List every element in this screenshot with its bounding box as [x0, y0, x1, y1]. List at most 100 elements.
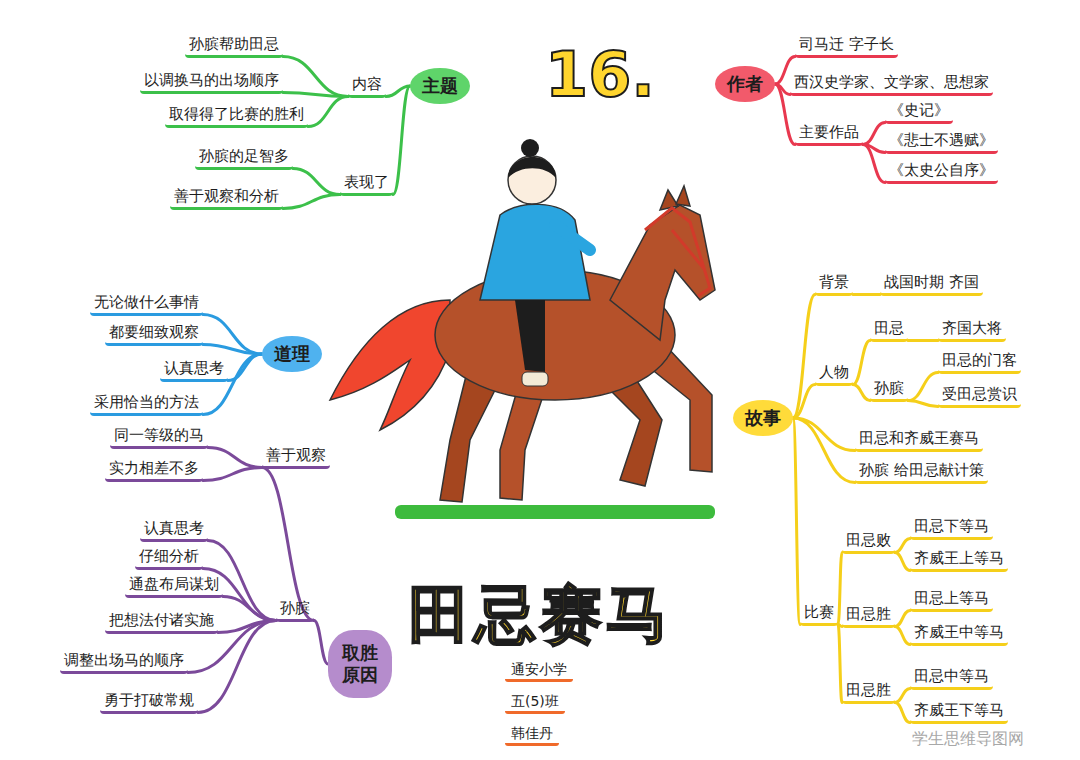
grass-strip [395, 505, 715, 519]
branch-text: 同一等级的马 [110, 425, 208, 449]
branch-text: 仔细分析 [135, 546, 203, 570]
branch-connector [793, 418, 855, 483]
topic-hub: 故事 [733, 400, 793, 436]
node-text: 实力相差不多 [109, 458, 199, 478]
branch-connector [223, 597, 276, 621]
rider-robe [480, 204, 590, 300]
node-text: 表现了 [344, 172, 389, 192]
node-text: 取得得了比赛的胜利 [169, 104, 304, 124]
branch-connector [308, 97, 348, 127]
branch-text: 孙膑的足智多 [195, 146, 293, 170]
node-text: 主题 [422, 76, 458, 96]
branch-text: 调整出场马的顺序 [60, 650, 188, 674]
branch-text: 司马迁 字子长 [795, 34, 898, 58]
topic-hub: 道理 [262, 336, 322, 372]
node-text: 同一等级的马 [114, 425, 204, 445]
node-text: 孙膑帮助田忌 [189, 34, 279, 54]
node-text: 通盘布局谋划 [129, 574, 219, 594]
horse-ears [660, 186, 690, 210]
node-text: 取胜原因 [340, 642, 380, 686]
branch-text: 都要细致观察 [105, 322, 203, 346]
author-name: 韩佳丹 [505, 724, 559, 746]
node-text: 齐威王上等马 [914, 548, 1004, 568]
horse-tail [330, 300, 450, 430]
branch-connector [908, 401, 938, 407]
branch-text: 田忌 [870, 318, 908, 342]
branch-text: 《史记》 [885, 100, 953, 124]
branch-text: 田忌下等马 [910, 516, 993, 540]
branch-connector [863, 123, 885, 145]
topic-hub: 取胜原因 [328, 630, 392, 698]
node-text: 齐国大将 [942, 318, 1002, 338]
branch-text: 取得得了比赛的胜利 [165, 104, 308, 128]
branch-connector [314, 621, 328, 665]
branch-text: 田忌和齐威王赛马 [855, 428, 983, 452]
branch-text: 孙膑 [276, 598, 314, 622]
branch-text: 受田忌赏识 [938, 384, 1021, 408]
branch-connector [775, 57, 795, 85]
branch-connector [793, 418, 800, 625]
branch-text: 无论做什么事情 [90, 292, 203, 316]
branch-connector [863, 145, 885, 183]
branch-text: 背景 [815, 272, 853, 296]
branch-text: 西汉史学家、文学家、思想家 [790, 72, 993, 96]
node-text: 背景 [819, 272, 849, 292]
branch-text: 孙膑帮助田忌 [185, 34, 283, 58]
node-text: 仔细分析 [139, 546, 199, 566]
branch-connector [793, 295, 815, 419]
node-text: 田忌胜 [846, 680, 891, 700]
school-name: 通安小学 [505, 660, 573, 682]
node-text: 田忌下等马 [914, 516, 989, 536]
branch-connector [895, 539, 910, 553]
node-text: 田忌上等马 [914, 588, 989, 608]
node-text: 认真思考 [144, 518, 204, 538]
node-text: 把想法付诸实施 [109, 610, 214, 630]
horse-neck-head [610, 205, 715, 340]
node-text: 故事 [745, 408, 781, 428]
rider-leg [515, 300, 545, 372]
branch-text: 内容 [348, 74, 386, 98]
branch-connector [203, 468, 262, 481]
branch-text: 《太史公自序》 [885, 160, 998, 184]
branch-text: 善于观察和分析 [170, 186, 283, 210]
class-name: 五(5)班 [505, 692, 565, 714]
bridle [645, 208, 710, 296]
node-text: 作者 [727, 74, 763, 94]
branch-connector [293, 169, 340, 195]
branch-text: 齐威王下等马 [910, 700, 1008, 724]
branch-connector [793, 418, 855, 451]
branch-connector [895, 627, 910, 645]
branch-text: 人物 [815, 362, 853, 386]
rider-hair [508, 157, 556, 178]
branch-text: 田忌中等马 [910, 666, 993, 690]
branch-connector [203, 315, 262, 355]
node-text: 田忌的门客 [942, 350, 1017, 370]
node-text: 认真思考 [164, 358, 224, 378]
branch-connector [203, 345, 262, 355]
branch-connector [895, 689, 910, 703]
node-text: 孙膑 [280, 598, 310, 618]
branch-connector [393, 86, 410, 195]
branch-connector [895, 611, 910, 627]
node-text: 孙膑的足智多 [199, 146, 289, 166]
branch-connector [793, 385, 815, 419]
branch-text: 田忌的门客 [938, 350, 1021, 374]
branch-text: 通盘布局谋划 [125, 574, 223, 598]
node-text: 田忌败 [846, 530, 891, 550]
branch-connector [853, 341, 870, 385]
node-text: 田忌和齐威王赛马 [859, 428, 979, 448]
node-text: 主要作品 [799, 122, 859, 142]
branch-text: 孙膑 给田忌献计策 [855, 460, 988, 484]
lesson-number: 16. [545, 40, 655, 110]
branch-connector [908, 373, 938, 401]
branch-text: 田忌胜 [842, 680, 895, 704]
node-text: 《悲士不遇赋》 [889, 130, 994, 150]
node-text: 善于观察和分析 [174, 186, 279, 206]
branch-text: 孙膑 [870, 378, 908, 402]
node-text: 田忌中等马 [914, 666, 989, 686]
node-text: 人物 [819, 362, 849, 382]
topic-hub: 作者 [715, 66, 775, 102]
map-title: 田忌赛马 [408, 580, 672, 650]
branch-text: 实力相差不多 [105, 458, 203, 482]
